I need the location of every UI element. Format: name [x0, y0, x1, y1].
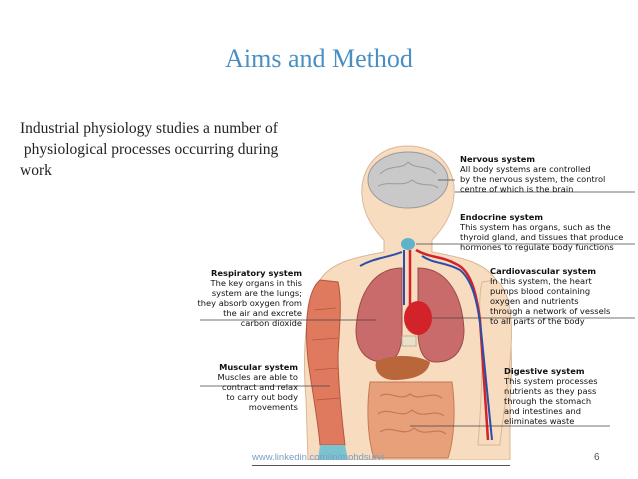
- label-heading: Nervous system: [460, 154, 536, 164]
- label-line: oxygen and nutrients: [490, 296, 579, 306]
- brain-folds: [377, 161, 439, 189]
- brain: [367, 151, 449, 209]
- spine-segment: [401, 335, 417, 347]
- body-silhouette: [304, 145, 512, 460]
- label-digestive-system: Digestive system This system processes n…: [504, 366, 598, 426]
- intro-line: Industrial physiology studies a number o…: [20, 120, 278, 137]
- label-line: and intestines and: [504, 406, 581, 416]
- vein: [359, 250, 493, 441]
- label-line: they absorb oxygen from: [197, 298, 302, 308]
- label-line: In this system, the heart: [490, 276, 592, 286]
- intro-line: work: [20, 162, 52, 179]
- label-line: Muscles are able to: [217, 372, 298, 382]
- slide-title: Aims and Method: [225, 44, 413, 73]
- heart: [404, 301, 432, 335]
- label-heading: Digestive system: [504, 366, 585, 376]
- label-line: This system processes: [504, 376, 598, 386]
- label-heading: Cardiovascular system: [490, 266, 596, 276]
- hand: [318, 445, 348, 460]
- label-line: pumps blood containing: [490, 286, 591, 296]
- label-line: movements: [248, 402, 298, 412]
- label-heading: Respiratory system: [210, 268, 302, 278]
- label-line: carbon dioxide: [240, 318, 302, 328]
- arm-muscle-striation: [311, 307, 341, 401]
- label-cardiovascular-system: Cardiovascular system In this system, th…: [490, 266, 610, 326]
- label-line: thyroid gland, and tissues that produce: [460, 232, 624, 242]
- label-line: nutrients as they pass: [504, 386, 597, 396]
- label-line: contract and relax: [222, 382, 298, 392]
- footer-url[interactable]: www.linkedin.com/in/mohdsurvi: [252, 452, 384, 463]
- label-line: The key organs in this: [210, 278, 302, 288]
- label-respiratory-system: Respiratory system The key organs in thi…: [190, 268, 302, 328]
- label-line: This system has organs, such as the: [460, 222, 611, 232]
- left-lung: [355, 267, 403, 363]
- intestine-coils: [377, 393, 447, 435]
- label-line: hormones to regulate body functions: [460, 242, 614, 252]
- label-line: All body systems are controlled: [460, 164, 591, 174]
- label-line: to all parts of the body: [490, 316, 585, 326]
- right-lung: [417, 267, 465, 363]
- label-line: to carry out body: [226, 392, 298, 402]
- label-line: the air and excrete: [223, 308, 302, 318]
- liver: [375, 356, 430, 380]
- label-line: centre of which is the brain: [460, 184, 574, 194]
- page-number: 6: [594, 452, 600, 463]
- label-line: through the stomach: [504, 396, 592, 406]
- intro-line: physiological processes occurring during: [20, 141, 279, 158]
- label-muscular-system: Muscular system Muscles are able to cont…: [200, 362, 298, 412]
- label-heading: Endocrine system: [460, 212, 544, 222]
- label-line: by the nervous system, the control: [460, 174, 606, 184]
- label-endocrine-system: Endocrine system This system has organs,…: [460, 212, 623, 252]
- thyroid-gland: [401, 238, 415, 250]
- label-heading: Muscular system: [219, 362, 298, 372]
- body-systems-illustration: [200, 145, 635, 460]
- label-line: through a network of vessels: [490, 306, 611, 316]
- label-nervous-system: Nervous system All body systems are cont…: [460, 154, 605, 194]
- intro-text: Industrial physiology studies a number o…: [20, 118, 332, 181]
- label-line: system are the lungs;: [211, 288, 302, 298]
- footer-divider: [252, 465, 510, 466]
- label-line: eliminates waste: [504, 416, 575, 426]
- intestines: [367, 381, 455, 459]
